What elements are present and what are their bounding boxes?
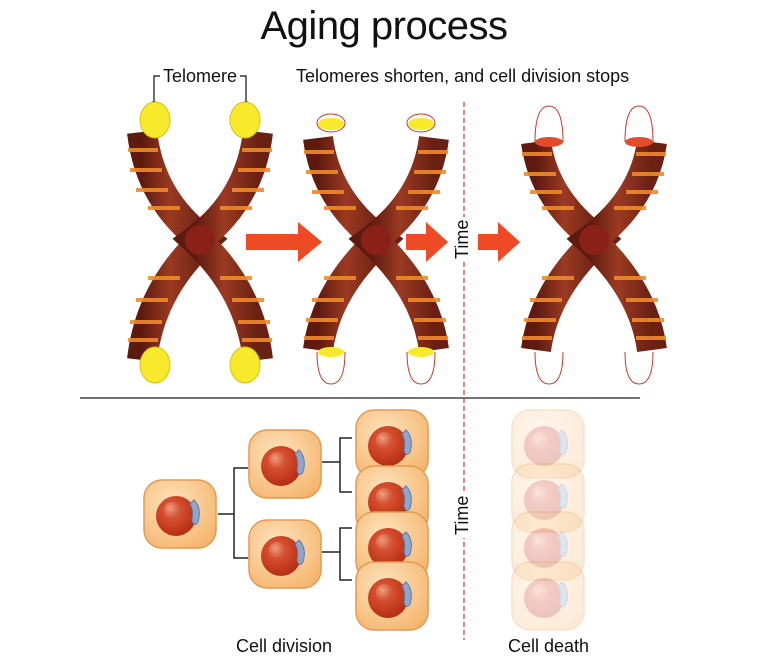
- cell-daughter: [248, 519, 322, 589]
- cells-group: [143, 409, 585, 631]
- progress-arrow: [406, 222, 448, 262]
- telomere-bracket: [153, 75, 247, 103]
- telomere-cap: [229, 101, 261, 139]
- cell-daughter: [248, 429, 322, 499]
- cell-parent: [143, 479, 217, 549]
- progress-arrow: [246, 222, 322, 262]
- cell-division-label: Cell division: [236, 636, 333, 656]
- cell-granddaughter: [355, 561, 429, 631]
- telomere-cap: [229, 346, 261, 384]
- time-label-bottom: Time: [452, 492, 473, 538]
- time-label-top: Time: [452, 216, 473, 262]
- telomere-cap: [139, 346, 171, 384]
- cell-death-label: Cell death: [508, 636, 590, 656]
- chromosome-aged: [521, 105, 667, 385]
- progress-arrow: [478, 222, 520, 262]
- telomere-cap: [139, 101, 171, 139]
- shorten-caption: Telomeres shorten, and cell division sto…: [296, 66, 630, 86]
- cell-dying: [511, 561, 585, 631]
- division-tree-lines: [218, 437, 352, 581]
- chromosome-shortening: [303, 113, 449, 385]
- cell-granddaughter: [355, 409, 429, 479]
- cell-dying: [511, 409, 585, 479]
- page-title: Aging process: [260, 4, 508, 48]
- chromosome-healthy: [127, 101, 273, 384]
- telomere-label: Telomere: [163, 66, 238, 86]
